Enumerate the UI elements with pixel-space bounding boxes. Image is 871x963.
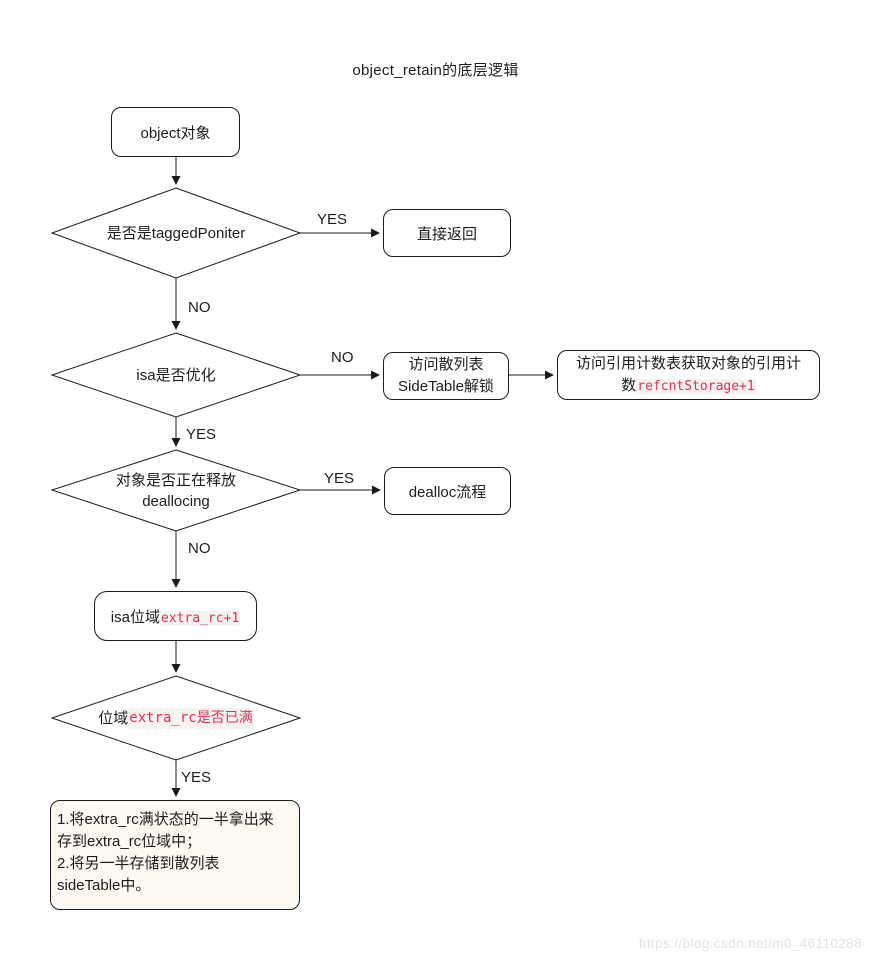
diamond-is-deallocing-line1: 对象是否正在释放 xyxy=(115,471,236,489)
diamond-tagged-pointer-text: 是否是taggedPoniter xyxy=(106,224,246,242)
edge-label-deallocing-yes: YES xyxy=(324,470,355,487)
node-isa-field-prefix: isa位域 xyxy=(110,608,160,626)
edge-label-full-yes: YES xyxy=(181,769,212,786)
node-isa-field: isa位域extra_rc+1 xyxy=(94,591,257,641)
edge-label-tagged-no: NO xyxy=(188,299,211,316)
diamond-extra-rc-full-prefix: 位域 xyxy=(98,709,129,727)
diamond-tagged-pointer-label: 是否是taggedPoniter xyxy=(52,188,300,278)
node-return-label: 直接返回 xyxy=(416,225,477,243)
edge-label-deallocing-no: NO xyxy=(188,540,211,557)
node-sidetable: 访问散列表 SideTable解锁 xyxy=(383,352,509,400)
diagram-title: object_retain的底层逻辑 xyxy=(352,62,519,79)
diamond-extra-rc-full-code: extra_rc是否已满 xyxy=(128,707,254,729)
node-dealloc: dealloc流程 xyxy=(384,467,511,515)
node-sidetable-line1: 访问散列表 xyxy=(408,356,484,373)
node-note: 1.将extra_rc满状态的一半拿出来 存到extra_rc位域中； 2.将另… xyxy=(50,800,300,910)
diamond-isa-optimized-text: isa是否优化 xyxy=(136,366,216,384)
note-line3: 2.将另一半存储到散列表 xyxy=(57,855,220,872)
node-isa-field-code: extra_rc+1 xyxy=(159,610,241,626)
node-refcnt-cjk: 访问引用计数表获取对象的引用计数 xyxy=(575,354,801,394)
diamond-is-deallocing-line2: deallocing xyxy=(142,492,210,510)
diamond-is-deallocing-label: 对象是否正在释放 deallocing xyxy=(52,450,300,531)
edge-label-isa-yes: YES xyxy=(186,426,217,443)
edge-label-isa-no: NO xyxy=(331,349,354,366)
diamond-isa-optimized-label: isa是否优化 xyxy=(52,333,300,417)
node-refcnt-text: 访问引用计数表获取对象的引用计数refcntStorage+1 xyxy=(571,353,806,398)
node-refcnt: 访问引用计数表获取对象的引用计数refcntStorage+1 xyxy=(557,350,820,400)
node-isa-field-text: isa位域extra_rc+1 xyxy=(110,606,241,627)
node-start-label: object对象 xyxy=(140,124,211,142)
node-refcnt-code: refcntStorage+1 xyxy=(636,378,756,394)
note-line1: 1.将extra_rc满状态的一半拿出来 xyxy=(57,811,274,828)
node-return: 直接返回 xyxy=(383,209,511,257)
node-sidetable-line2: SideTable解锁 xyxy=(398,378,494,395)
node-start: object对象 xyxy=(111,107,240,157)
note-line2: 存到extra_rc位域中； xyxy=(57,833,202,850)
note-line4: sideTable中。 xyxy=(57,877,151,894)
edge-label-tagged-yes: YES xyxy=(317,211,348,228)
watermark-url: https://blog.csdn.net/m0_46110288 xyxy=(638,936,862,951)
node-dealloc-label: dealloc流程 xyxy=(408,483,487,501)
